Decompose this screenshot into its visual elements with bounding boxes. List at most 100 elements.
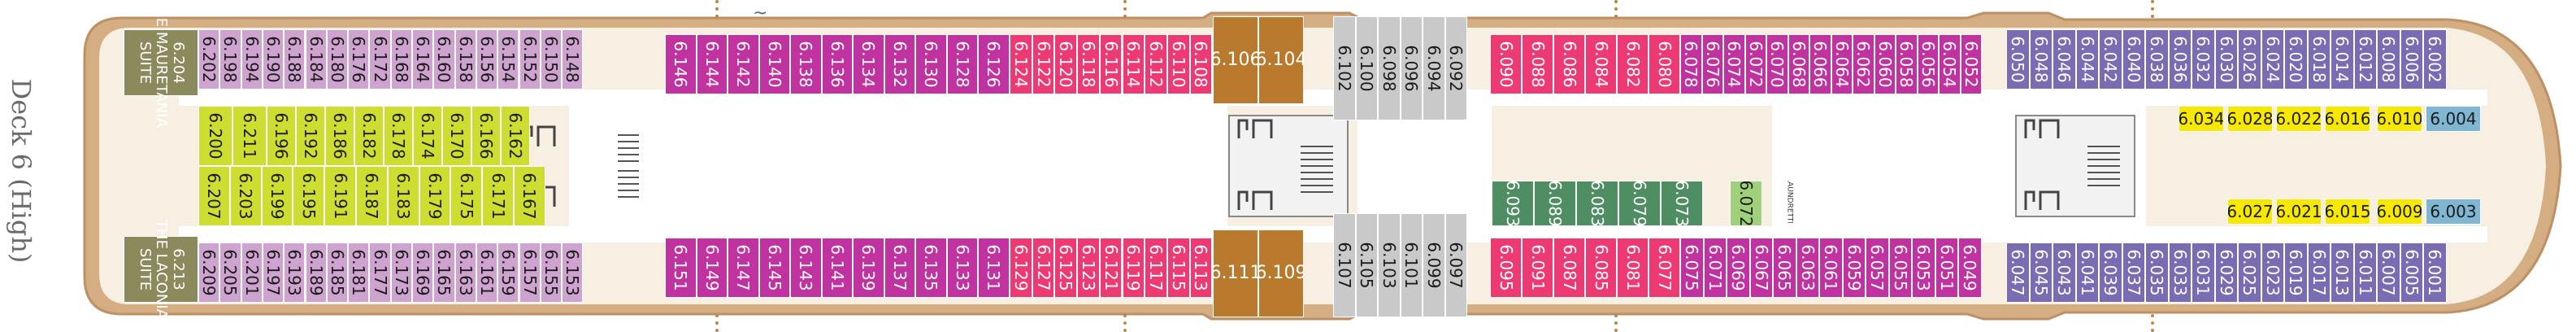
- cabin-6-098[interactable]: 6.098: [1378, 16, 1401, 120]
- cabin-6-092[interactable]: 6.092: [1444, 16, 1467, 120]
- cabin-6-138[interactable]: 6.138: [790, 34, 822, 94]
- cabin-6-145[interactable]: 6.145: [758, 238, 790, 298]
- cabin-6-146[interactable]: 6.146: [665, 34, 697, 94]
- cabin-6-050[interactable]: 6.050: [2006, 29, 2030, 90]
- cabin-6-055[interactable]: 6.055: [1888, 238, 1912, 298]
- cabin-6-018[interactable]: 6.018: [2307, 29, 2331, 90]
- cabin-6-082[interactable]: 6.082: [1617, 34, 1649, 94]
- cabin-6-202[interactable]: 6.202: [198, 29, 220, 90]
- cabin-6-076[interactable]: 6.076: [1701, 34, 1723, 94]
- cabin-6-094[interactable]: 6.094: [1423, 16, 1445, 120]
- cabin-6-152[interactable]: 6.152: [519, 29, 541, 90]
- cabin-6-003[interactable]: 6.003: [2426, 199, 2481, 225]
- cabin-6-070[interactable]: 6.070: [1766, 34, 1788, 94]
- cabin-6-010[interactable]: 6.010: [2377, 106, 2422, 132]
- cabin-6-111[interactable]: 6.111: [1213, 229, 1258, 317]
- cabin-6-193[interactable]: 6.193: [284, 242, 306, 303]
- cabin-6-141[interactable]: 6.141: [821, 238, 853, 298]
- cabin-6-189[interactable]: 6.189: [305, 242, 327, 303]
- cabin-6-012[interactable]: 6.012: [2353, 29, 2377, 90]
- cabin-6-143[interactable]: 6.143: [790, 238, 822, 298]
- cabin-6-106[interactable]: 6.106: [1213, 16, 1258, 104]
- cabin-6-127[interactable]: 6.127: [1032, 238, 1055, 298]
- cabin-6-072[interactable]: 6.072: [1730, 181, 1762, 226]
- cabin-6-078[interactable]: 6.078: [1680, 34, 1702, 94]
- cabin-6-142[interactable]: 6.142: [728, 34, 759, 94]
- cabin-6-014[interactable]: 6.014: [2331, 29, 2354, 90]
- cabin-6-027[interactable]: 6.027: [2227, 199, 2273, 225]
- cabin-6-203[interactable]: 6.203: [229, 166, 262, 226]
- cabin-6-177[interactable]: 6.177: [369, 242, 391, 303]
- cabin-6-158[interactable]: 6.158: [454, 29, 476, 90]
- cabin-6-197[interactable]: 6.197: [262, 242, 285, 303]
- cabin-6-192[interactable]: 6.192: [296, 106, 325, 166]
- cabin-6-173[interactable]: 6.173: [390, 242, 412, 303]
- cabin-6-122[interactable]: 6.122: [1032, 34, 1055, 94]
- cabin-6-089[interactable]: 6.089: [1534, 181, 1576, 226]
- cabin-6-077[interactable]: 6.077: [1649, 238, 1680, 298]
- cabin-6-184[interactable]: 6.184: [305, 29, 327, 90]
- cabin-6-186[interactable]: 6.186: [325, 106, 354, 166]
- cabin-6-103[interactable]: 6.103: [1378, 213, 1401, 317]
- cabin-6-038[interactable]: 6.038: [2145, 29, 2169, 90]
- cabin-6-171[interactable]: 6.171: [482, 166, 514, 226]
- cabin-6-006[interactable]: 6.006: [2400, 29, 2423, 90]
- cabin-6-182[interactable]: 6.182: [354, 106, 384, 166]
- cabin-6-025[interactable]: 6.025: [2238, 242, 2261, 303]
- cabin-6-088[interactable]: 6.088: [1522, 34, 1553, 94]
- cabin-6-123[interactable]: 6.123: [1077, 238, 1100, 298]
- cabin-6-118[interactable]: 6.118: [1077, 34, 1100, 94]
- cabin-6-005[interactable]: 6.005: [2400, 242, 2423, 303]
- cabin-6-026[interactable]: 6.026: [2238, 29, 2261, 90]
- cabin-6-140[interactable]: 6.140: [758, 34, 790, 94]
- cabin-6-080[interactable]: 6.080: [1649, 34, 1680, 94]
- cabin-6-168[interactable]: 6.168: [390, 29, 412, 90]
- cabin-6-172[interactable]: 6.172: [369, 29, 391, 90]
- cabin-6-100[interactable]: 6.100: [1355, 16, 1378, 120]
- cabin-6-053[interactable]: 6.053: [1912, 238, 1935, 298]
- cabin-6-060[interactable]: 6.060: [1874, 34, 1896, 94]
- cabin-6-091[interactable]: 6.091: [1522, 238, 1553, 298]
- cabin-6-190[interactable]: 6.190: [262, 29, 285, 90]
- cabin-6-188[interactable]: 6.188: [284, 29, 306, 90]
- cabin-6-149[interactable]: 6.149: [696, 238, 728, 298]
- cabin-6-209[interactable]: 6.209: [198, 242, 220, 303]
- cabin-6-028[interactable]: 6.028: [2227, 106, 2273, 132]
- cabin-6-048[interactable]: 6.048: [2029, 29, 2053, 90]
- cabin-6-033[interactable]: 6.033: [2168, 242, 2192, 303]
- cabin-6-072[interactable]: 6.072: [1744, 34, 1766, 94]
- cabin-6-004[interactable]: 6.004: [2426, 106, 2481, 132]
- cabin-6-074[interactable]: 6.074: [1723, 34, 1745, 94]
- cabin-6-130[interactable]: 6.130: [915, 34, 947, 94]
- cabin-6-167[interactable]: 6.167: [514, 166, 545, 226]
- cabin-6-047[interactable]: 6.047: [2006, 242, 2030, 303]
- cabin-6-061[interactable]: 6.061: [1819, 238, 1843, 298]
- cabin-6-105[interactable]: 6.105: [1355, 213, 1378, 317]
- cabin-6-116[interactable]: 6.116: [1099, 34, 1123, 94]
- cabin-6-093[interactable]: 6.093: [1492, 181, 1534, 226]
- cabin-6-063[interactable]: 6.063: [1796, 238, 1819, 298]
- cabin-6-023[interactable]: 6.023: [2261, 242, 2284, 303]
- cabin-6-041[interactable]: 6.041: [2075, 242, 2099, 303]
- cabin-6-178[interactable]: 6.178: [384, 106, 413, 166]
- cabin-6-198[interactable]: 6.198: [219, 29, 241, 90]
- cabin-6-062[interactable]: 6.062: [1853, 34, 1874, 94]
- cabin-6-132[interactable]: 6.132: [884, 34, 915, 94]
- cabin-6-096[interactable]: 6.096: [1400, 16, 1423, 120]
- cabin-6-125[interactable]: 6.125: [1054, 238, 1078, 298]
- cabin-6-059[interactable]: 6.059: [1842, 238, 1866, 298]
- cabin-6-013[interactable]: 6.013: [2331, 242, 2354, 303]
- cabin-6-052[interactable]: 6.052: [1960, 34, 1982, 94]
- cabin-6-029[interactable]: 6.029: [2214, 242, 2238, 303]
- cabin-6-126[interactable]: 6.126: [978, 34, 1010, 94]
- cabin-6-159[interactable]: 6.159: [497, 242, 519, 303]
- cabin-6-002[interactable]: 6.002: [2423, 29, 2447, 90]
- cabin-6-147[interactable]: 6.147: [728, 238, 759, 298]
- cabin-6-136[interactable]: 6.136: [821, 34, 853, 94]
- cabin-6-007[interactable]: 6.007: [2377, 242, 2400, 303]
- cabin-6-011[interactable]: 6.011: [2353, 242, 2377, 303]
- cabin-6-183[interactable]: 6.183: [387, 166, 419, 226]
- cabin-6-051[interactable]: 6.051: [1935, 238, 1958, 298]
- cabin-6-135[interactable]: 6.135: [915, 238, 947, 298]
- suite-mauretania[interactable]: 6.204 THE MAURETANIA SUITE: [124, 0, 198, 128]
